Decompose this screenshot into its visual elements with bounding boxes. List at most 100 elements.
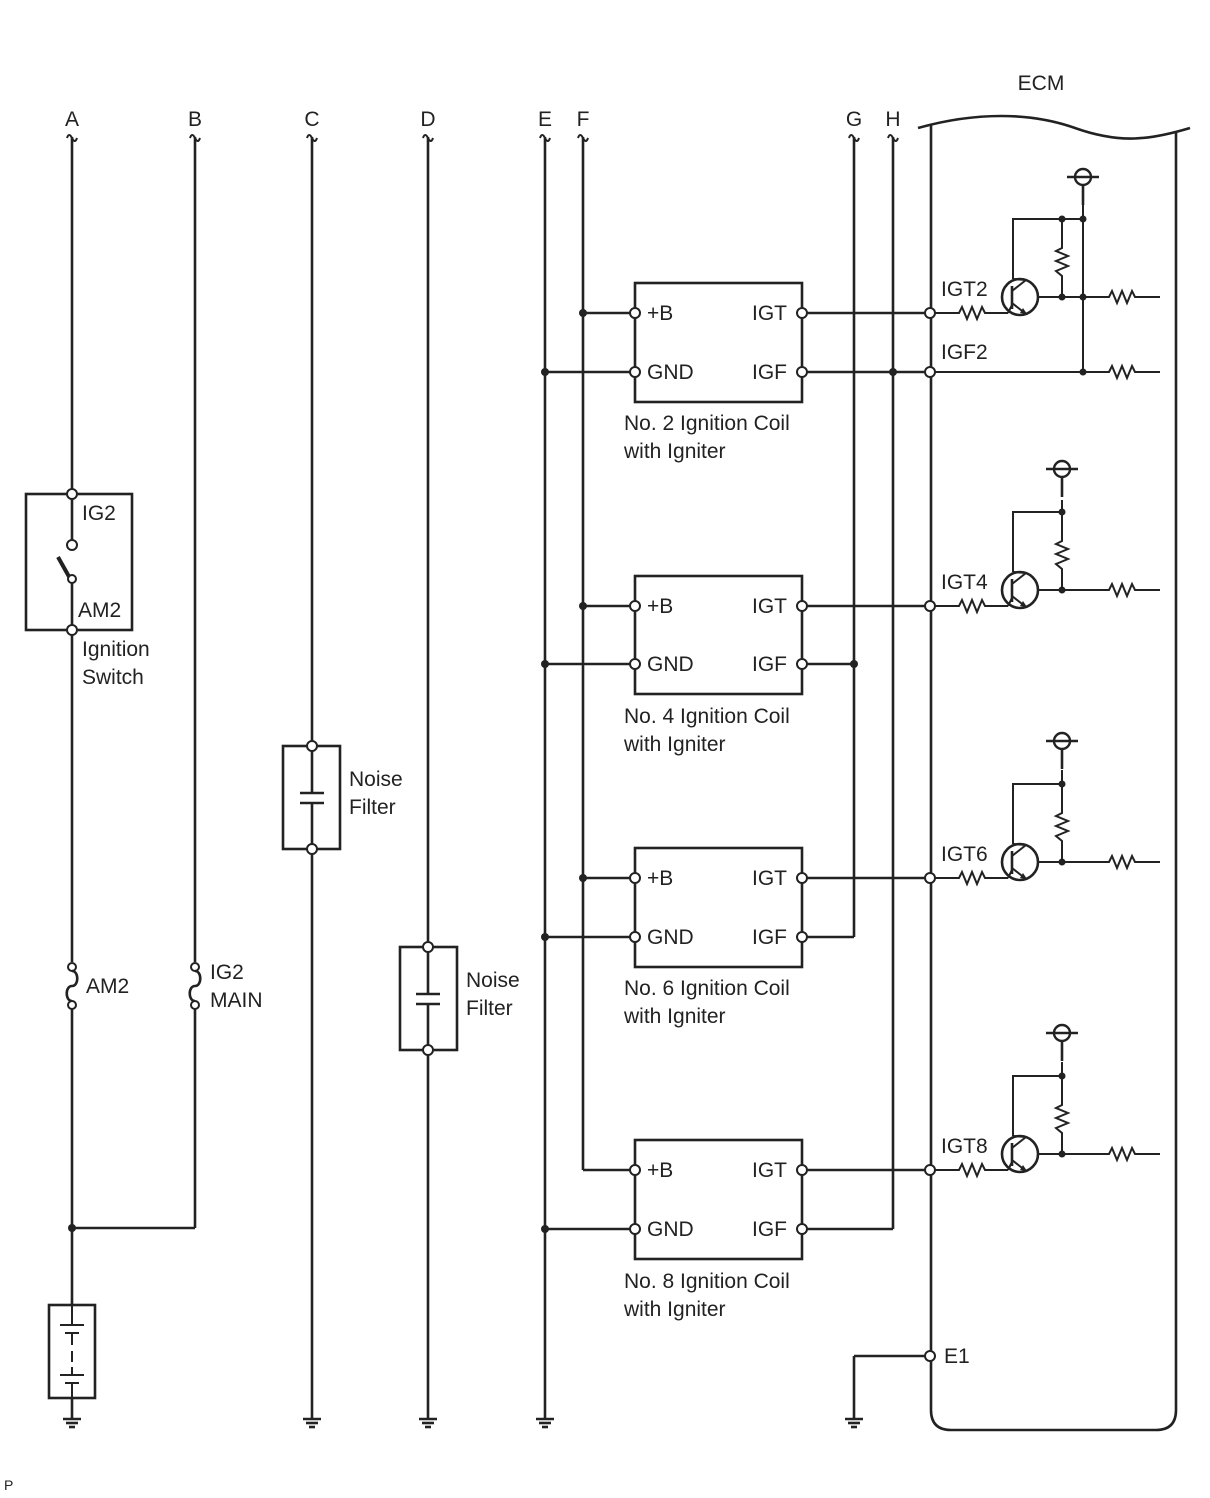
power-supply-icon xyxy=(1044,459,1080,499)
switch-contact-icon xyxy=(66,539,78,551)
noise-filter-c-label-line1: Noise xyxy=(349,768,403,791)
ecm-igt8-terminal: IGT8 xyxy=(941,1135,988,1158)
coil-2-box xyxy=(633,281,804,404)
ig2-main-fuse-label-line1: IG2 xyxy=(210,961,244,984)
coil-4-pin-igt: IGT xyxy=(752,595,787,618)
ecm-igt6-terminal: IGT6 xyxy=(941,843,988,866)
ground-icon xyxy=(843,1408,865,1429)
resistor-icon xyxy=(1055,532,1069,578)
coil-8-pin-gnd: GND xyxy=(647,1218,694,1241)
bus-label-f: F xyxy=(577,108,590,131)
bus-label-h: H xyxy=(885,108,900,131)
coil-4-pin-gnd: GND xyxy=(647,653,694,676)
coil-8-pin-igf: IGF xyxy=(752,1218,787,1241)
ground-icon xyxy=(61,1408,83,1429)
coil-6-pin-gnd: GND xyxy=(647,926,694,949)
bus-label-c: C xyxy=(304,108,319,131)
coil-8-pin-igt: IGT xyxy=(752,1159,787,1182)
ground-icon xyxy=(301,1408,323,1429)
ecm-igt4-circuit: IGT4 xyxy=(924,459,1160,613)
resistor-icon xyxy=(949,306,995,320)
power-supply-icon xyxy=(1044,731,1080,771)
resistor-icon xyxy=(949,599,995,613)
am2-fuse-icon xyxy=(65,969,79,1003)
ignition-coil-2: +B GND IGT IGF No. 2 Ignition Coil with … xyxy=(541,281,925,463)
resistor-icon xyxy=(1055,1096,1069,1142)
power-supply-icon xyxy=(1044,1023,1080,1063)
ground-icon xyxy=(534,1408,556,1429)
bus-wires xyxy=(534,137,925,1429)
circuit-c: Noise Filter xyxy=(281,137,403,1429)
ignition-switch-label-line2: Switch xyxy=(82,666,144,689)
coil-8-subtitle: with Igniter xyxy=(623,1298,726,1321)
coil-4-pin-igf: IGF xyxy=(752,653,787,676)
resistor-icon xyxy=(949,871,995,885)
circuit-a: IG2 AM2 Ignition Switch AM2 xyxy=(24,137,150,1429)
footer-code: P xyxy=(4,1477,13,1493)
coil-8-pin-b: +B xyxy=(647,1159,673,1182)
resistor-icon xyxy=(1099,855,1145,869)
coil-2-pin-igf: IGF xyxy=(752,361,787,384)
coil-8-box xyxy=(633,1138,804,1261)
ground-icon xyxy=(417,1408,439,1429)
ignition-coil-4: +B GND IGT IGF No. 4 Ignition Coil with … xyxy=(541,574,925,756)
ig2-main-fuse-label-line2: MAIN xyxy=(210,989,263,1012)
coil-6-pin-igt: IGT xyxy=(752,867,787,890)
coil-2-subtitle: with Igniter xyxy=(623,440,726,463)
coil-6-subtitle: with Igniter xyxy=(623,1005,726,1028)
ignition-switch-label-line1: Ignition xyxy=(82,638,150,661)
circuit-b: IG2 MAIN xyxy=(72,137,263,1230)
bus-label-b: B xyxy=(188,108,202,131)
ecm-igt6-circuit: IGT6 xyxy=(924,731,1160,885)
coil-4-box xyxy=(633,574,804,696)
ignition-switch-am2-terminal: AM2 xyxy=(78,599,121,622)
ecm-igf2-terminal: IGF2 xyxy=(941,341,988,364)
ecm-igt2-terminal: IGT2 xyxy=(941,278,988,301)
circuit-d: Noise Filter xyxy=(398,137,520,1429)
transistor-icon xyxy=(1000,277,1040,317)
coil-6-box xyxy=(633,846,804,969)
ecm-block: ECM E1 xyxy=(917,72,1191,1432)
noise-filter-d-label-line2: Filter xyxy=(466,997,513,1020)
ignition-coil-8: +B GND IGT IGF No. 8 Ignition Coil with … xyxy=(541,1138,925,1321)
bus-label-a: A xyxy=(65,108,79,131)
coil-8-title: No. 8 Ignition Coil xyxy=(624,1270,790,1293)
coil-4-pin-b: +B xyxy=(647,595,673,618)
coil-6-pin-b: +B xyxy=(647,867,673,890)
ecm-igt8-circuit: IGT8 xyxy=(924,1023,1160,1177)
coil-2-pin-b: +B xyxy=(647,302,673,325)
transistor-icon xyxy=(1000,842,1040,882)
ignition-switch-ig2-terminal: IG2 xyxy=(82,502,116,525)
coil-2-pin-gnd: GND xyxy=(647,361,694,384)
ig2-main-fuse-icon xyxy=(188,969,202,1003)
coil-6-pin-igf: IGF xyxy=(752,926,787,949)
ignition-switch-box xyxy=(24,492,134,632)
ignition-coil-6: +B GND IGT IGF No. 6 Ignition Coil with … xyxy=(541,846,925,1028)
noise-filter-c-label-line2: Filter xyxy=(349,796,396,819)
resistor-icon xyxy=(1099,1147,1145,1161)
ecm-igt2-circuit: IGT2 IGF2 xyxy=(924,167,1160,379)
noise-filter-d-label-line1: Noise xyxy=(466,969,520,992)
coil-4-subtitle: with Igniter xyxy=(623,733,726,756)
coil-4-title: No. 4 Ignition Coil xyxy=(624,705,790,728)
coil-2-title: No. 2 Ignition Coil xyxy=(624,412,790,435)
bus-label-d: D xyxy=(420,108,435,131)
ecm-title: ECM xyxy=(1018,72,1065,95)
resistor-icon xyxy=(1099,290,1145,304)
power-supply-icon xyxy=(1065,167,1101,207)
transistor-icon xyxy=(1000,1134,1040,1174)
bus-labels: A B C D E F G H xyxy=(65,108,901,142)
coil-2-pin-igt: IGT xyxy=(752,302,787,325)
resistor-icon xyxy=(1055,239,1069,285)
transistor-icon xyxy=(1000,570,1040,610)
resistor-icon xyxy=(1099,583,1145,597)
ecm-igt4-terminal: IGT4 xyxy=(941,571,988,594)
bus-label-e: E xyxy=(538,108,552,131)
resistor-icon xyxy=(949,1163,995,1177)
resistor-icon xyxy=(1099,365,1145,379)
coil-6-title: No. 6 Ignition Coil xyxy=(624,977,790,1000)
ecm-e1-terminal: E1 xyxy=(944,1345,970,1368)
am2-fuse-label: AM2 xyxy=(86,975,129,998)
resistor-icon xyxy=(1055,804,1069,850)
